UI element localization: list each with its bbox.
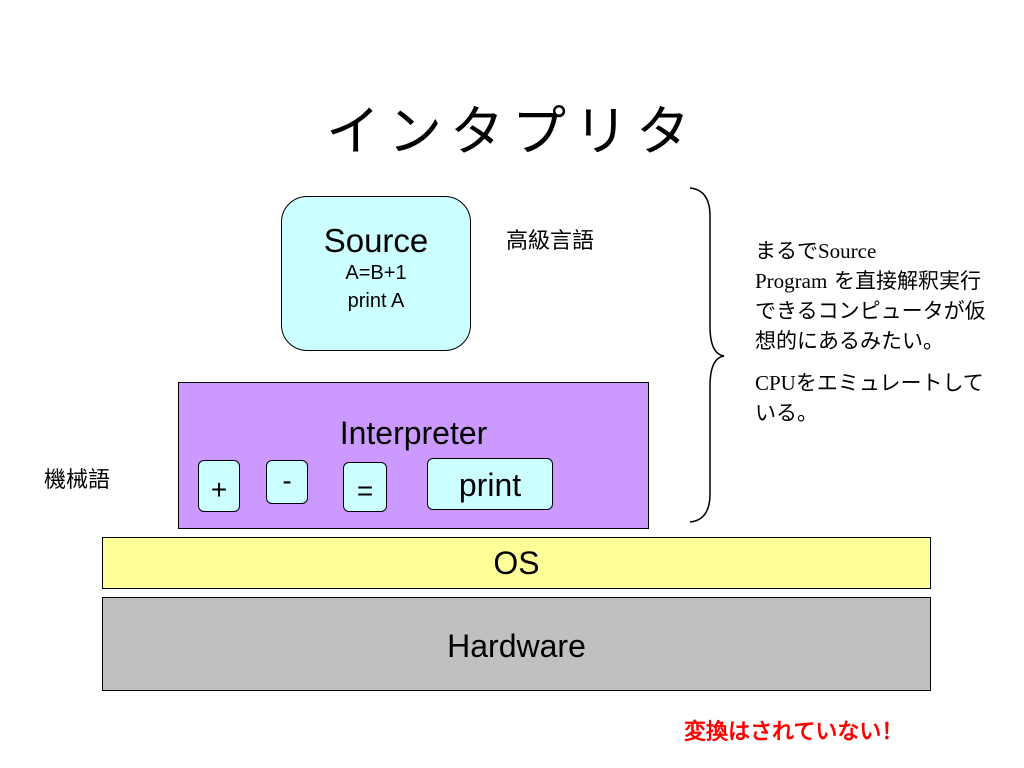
minus-op-box: - [266,460,308,504]
right-brace-icon [689,187,725,523]
source-title: Source [323,222,429,259]
hardware-layer: Hardware [102,597,931,691]
print-op-box: print [427,458,553,510]
interpreter-box: Interpreter + - = print [178,382,649,529]
description-program: Program [755,269,828,293]
source-code-line: print A [347,290,405,312]
slide-title: インタプリタ [326,100,698,163]
machine-language-label: 機械語 [44,468,111,493]
source-box: Source A=B+1 print A [281,196,471,351]
os-layer: OS [102,537,931,589]
interpreter-title: Interpreter [339,415,488,451]
equals-op-box: = [343,462,387,512]
not-converted-note: 変換はされていない！ [684,720,904,745]
source-code-line: A=B+1 [345,262,407,284]
high-level-language-label: 高級言語 [506,229,595,254]
description-prefix: まるで [755,239,818,263]
description-paragraph-2: CPUをエミュレートしている。 [755,368,995,428]
description-emulate: をエミュレートしている。 [755,371,984,425]
plus-op-box: + [198,460,240,512]
description-cpu: CPU [755,371,796,395]
description-rest: を直接解釈実行できるコンピュータが仮想的にあるみたい。 [755,269,986,353]
description-source: Source [818,239,877,263]
